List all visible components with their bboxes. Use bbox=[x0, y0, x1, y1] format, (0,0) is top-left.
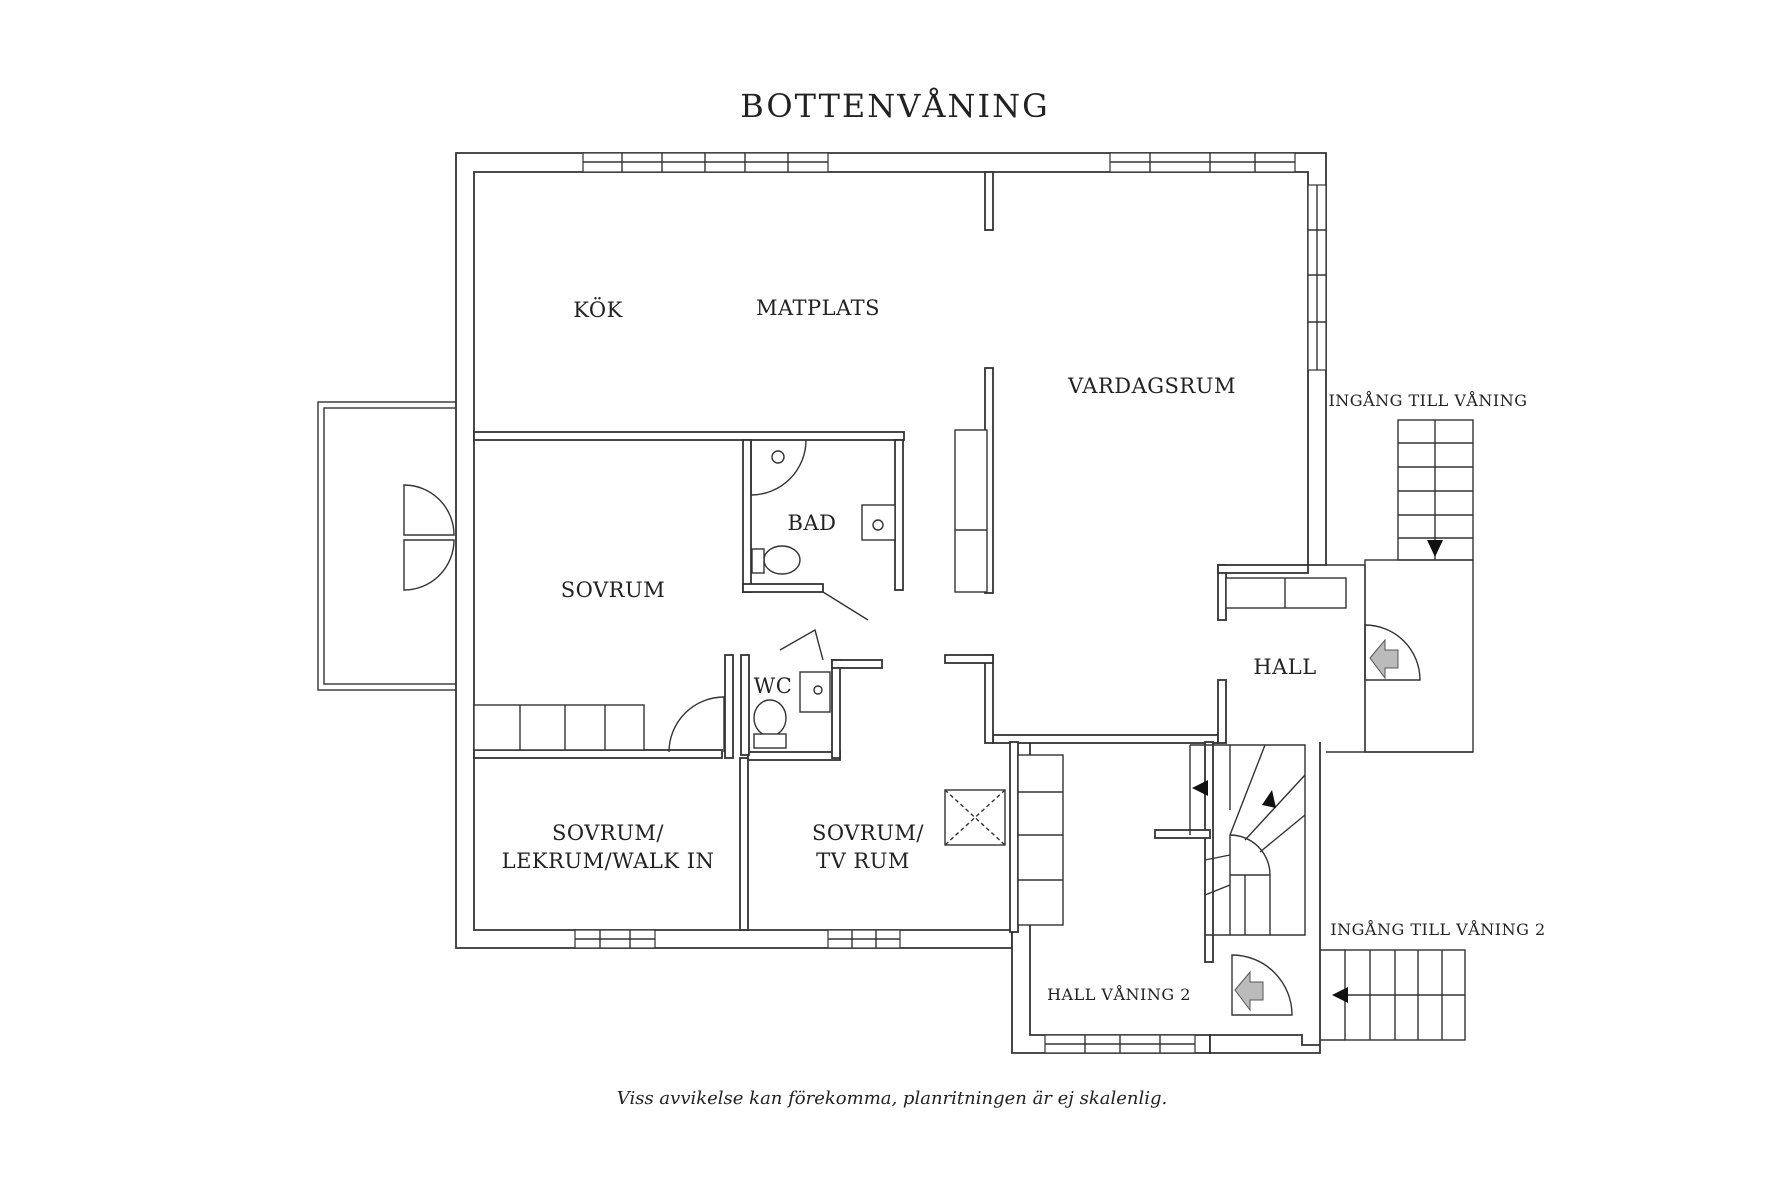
label-sovrum-tv-1: SOVRUM/ bbox=[812, 821, 924, 845]
label-sovrum-lekrum-2: LEKRUM/WALK IN bbox=[502, 849, 715, 873]
bath-fixtures bbox=[750, 439, 896, 575]
hall-closet bbox=[1017, 754, 1064, 926]
disclaimer-text: Viss avvikelse kan förekomma, planritnin… bbox=[617, 1088, 1167, 1109]
label-hall-vaning-2: HALL VÅNING 2 bbox=[1047, 984, 1191, 1004]
label-vardagsrum: VARDAGSRUM bbox=[1067, 374, 1236, 398]
entrance-arrow-icon bbox=[1234, 638, 1399, 1012]
outside-stair-1 bbox=[1364, 419, 1474, 753]
doors bbox=[403, 484, 1421, 1016]
room-labels: KÖK MATPLATS VARDAGSRUM BAD SOVRUM WC HA… bbox=[502, 296, 1546, 1004]
hall-bench bbox=[1225, 577, 1347, 609]
label-hall: HALL bbox=[1253, 655, 1316, 679]
windows bbox=[574, 152, 1327, 1054]
label-ingang-vaning: INGÅNG TILL VÅNING bbox=[1328, 390, 1527, 410]
wardrobe bbox=[473, 704, 645, 751]
balcony bbox=[317, 401, 459, 691]
label-sovrum-tv-2: TV RUM bbox=[816, 849, 910, 873]
wc-fixtures bbox=[753, 671, 831, 749]
label-sovrum-lekrum-1: SOVRUM/ bbox=[552, 821, 664, 845]
label-wc: WC bbox=[754, 674, 793, 698]
plan-title: BOTTENVÅNING bbox=[740, 87, 1049, 125]
label-matplats: MATPLATS bbox=[756, 296, 880, 320]
label-bad: BAD bbox=[788, 511, 837, 535]
spiral-stair bbox=[1189, 744, 1306, 936]
label-sovrum: SOVRUM bbox=[561, 578, 665, 602]
label-kok: KÖK bbox=[573, 297, 623, 322]
label-ingang-vaning-2: INGÅNG TILL VÅNING 2 bbox=[1330, 919, 1545, 939]
outside-stair-2 bbox=[1320, 949, 1466, 1041]
chimney bbox=[944, 789, 1006, 846]
